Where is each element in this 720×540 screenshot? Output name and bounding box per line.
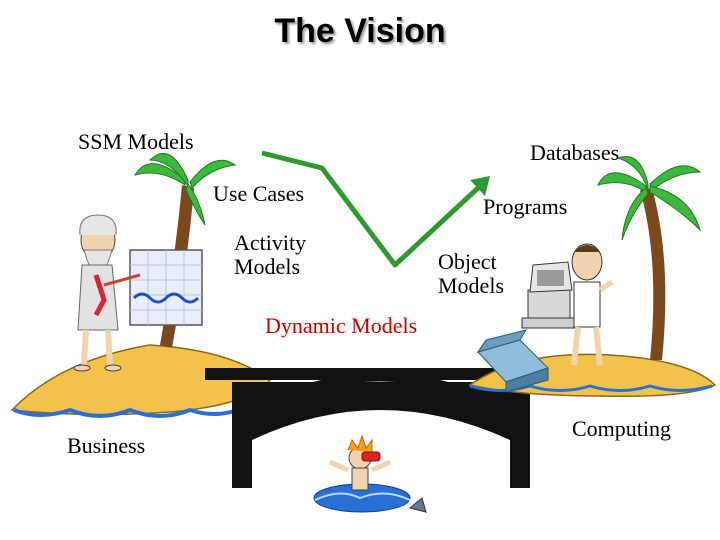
- label-programs: Programs: [483, 194, 568, 219]
- label-dynamic-models: Dynamic Models: [265, 313, 418, 338]
- whiteboard-chart: [129, 249, 203, 326]
- floating-laptop: [476, 329, 549, 393]
- label-databases: Databases: [530, 140, 620, 165]
- programmer-man: [571, 243, 614, 366]
- business-island: [10, 344, 272, 418]
- label-ssm-models: SSM Models: [78, 129, 194, 154]
- label-activity-models: Activity Models: [234, 230, 307, 280]
- swimmer-with-shark: [313, 434, 427, 513]
- castaway-man: [73, 214, 141, 372]
- label-computing: Computing: [572, 416, 672, 441]
- label-object-models: Object Models: [438, 249, 504, 299]
- label-business: Business: [67, 433, 146, 458]
- label-use-cases: Use Cases: [213, 181, 305, 206]
- bridge: [205, 368, 545, 488]
- slide-title: The Vision: [274, 12, 446, 50]
- green-arrow-path: [261, 150, 490, 268]
- right-palm-tree: [597, 156, 702, 360]
- computer: [521, 261, 579, 329]
